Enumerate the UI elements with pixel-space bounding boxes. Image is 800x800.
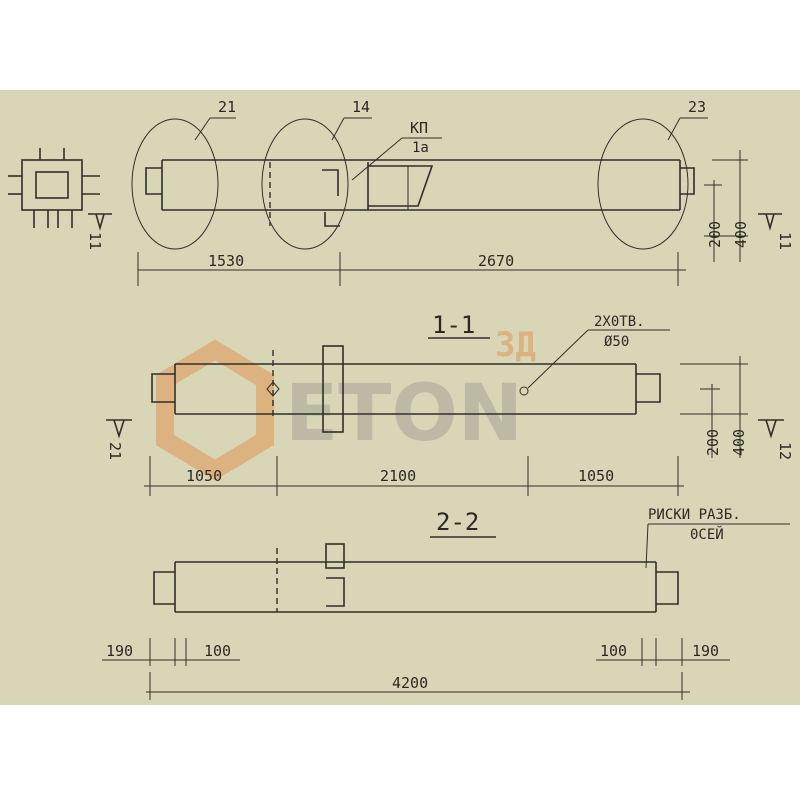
callout-23: 23	[688, 98, 706, 116]
section-2-2-title: 2-2	[436, 508, 479, 536]
sec1-dim-2100: 2100	[380, 467, 416, 485]
section1-mark-right: 12	[776, 442, 794, 460]
hole-note: 2Х0ТВ.	[594, 314, 645, 330]
note-line-2: 0СЕЙ	[690, 525, 724, 543]
section-mark-right: 11	[776, 232, 794, 250]
hole-marker-icon	[519, 386, 529, 396]
callout-21: 21	[218, 98, 236, 116]
sec1-dim-200: 200	[704, 429, 722, 456]
sec2-dim-190-left: 190	[106, 642, 133, 660]
callout-kp: КП	[410, 119, 428, 137]
top-dim-200: 200	[706, 221, 724, 248]
top-dim-1530: 1530	[208, 252, 244, 270]
hole-diameter: Ø50	[604, 334, 629, 350]
left-loop	[145, 167, 162, 195]
watermark: 3Д ETON	[156, 325, 536, 481]
detail-oval-23	[597, 118, 689, 250]
top-dim-2670: 2670	[478, 252, 514, 270]
drawing-paper	[0, 90, 800, 705]
callout-kp-sub: 1а	[412, 140, 429, 156]
sec2-dim-190-right: 190	[692, 642, 719, 660]
detail-oval-14	[261, 118, 349, 250]
note-leader	[645, 523, 790, 569]
top-view: 11 21 14 23 КП 1а	[8, 98, 794, 286]
callout-14: 14	[352, 98, 370, 116]
axis-marker-icon	[266, 381, 280, 397]
watermark-top-text: 3Д	[495, 325, 536, 365]
detail-oval-21	[131, 118, 219, 250]
sec1-dim-400: 400	[730, 429, 748, 456]
note-line-1: РИСКИ РАЗБ.	[648, 507, 741, 523]
section-1-1: 1-1 2Х0ТВ. Ø50 21 200 400 12	[106, 311, 794, 496]
sec2-dim-4200: 4200	[392, 674, 428, 692]
section-1-1-title: 1-1	[432, 311, 475, 339]
section1-mark-left: 21	[106, 442, 124, 460]
sec2-dim-100-left: 100	[204, 642, 231, 660]
sling-clamp	[322, 345, 344, 433]
sec2-dim-100-right: 100	[600, 642, 627, 660]
section-mark-left: 11	[86, 232, 104, 250]
watermark-hexagon-icon	[156, 339, 274, 481]
sec1-dim-1050-left: 1050	[186, 467, 222, 485]
sec1-dim-1050-right: 1050	[578, 467, 614, 485]
top-dim-400: 400	[732, 221, 750, 248]
section-2-2: 2-2 РИСКИ РАЗБ. 0СЕЙ 190 100 100 190 420…	[102, 507, 790, 700]
kp-frame	[367, 162, 434, 210]
hole-leader	[527, 329, 589, 389]
cross-section-icon	[8, 148, 100, 228]
